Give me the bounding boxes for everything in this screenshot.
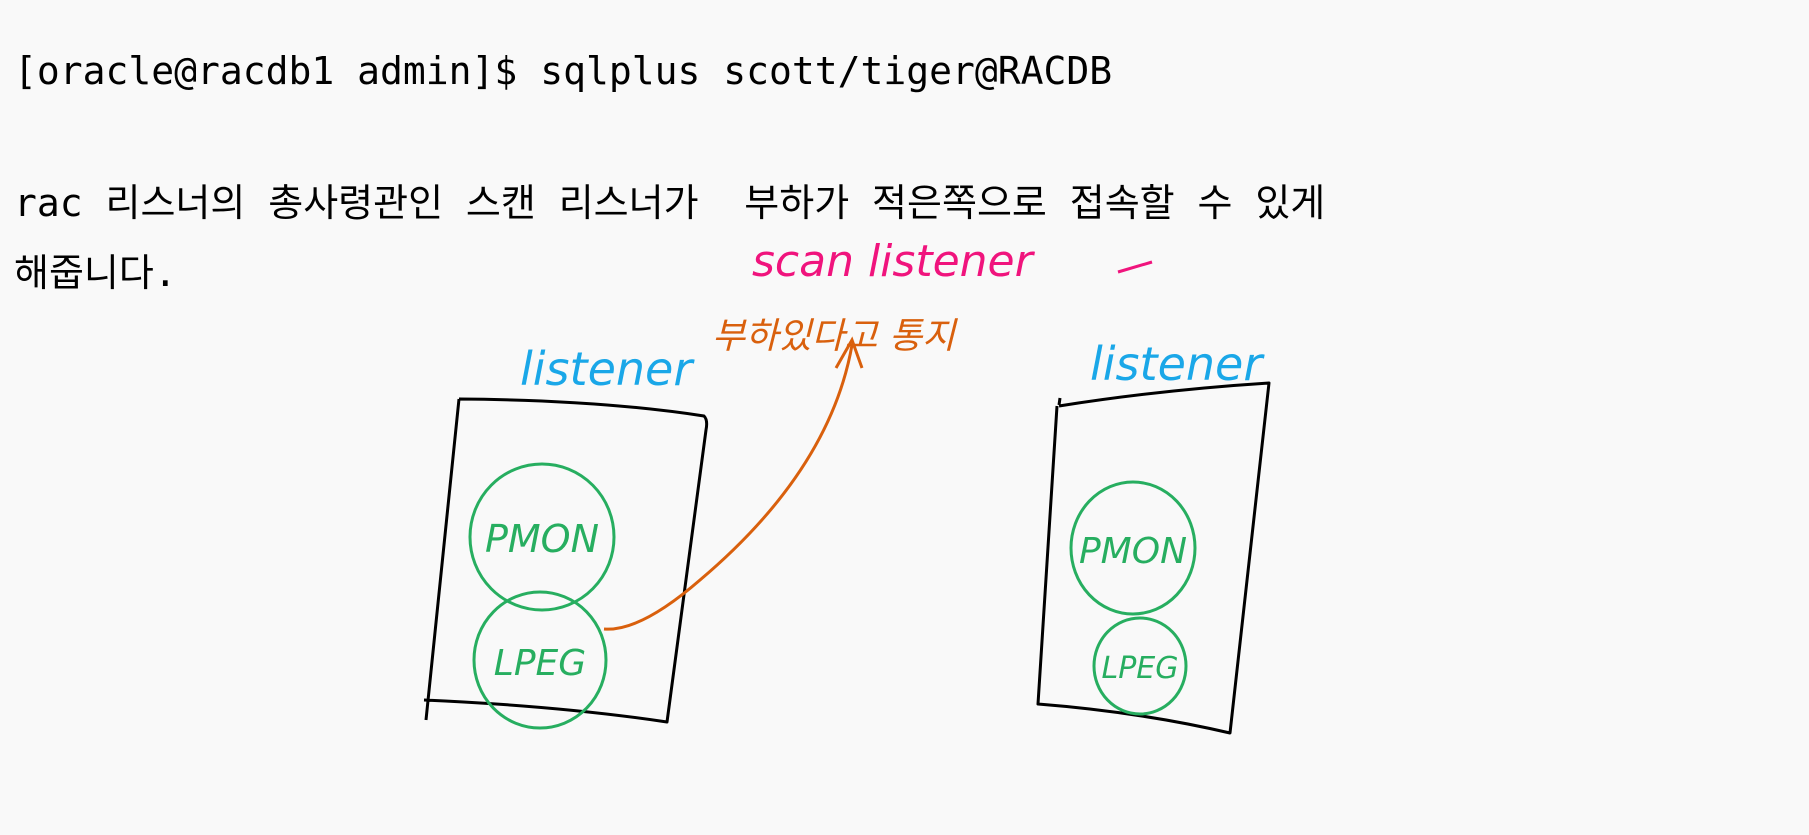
arrow-head-icon bbox=[834, 336, 864, 369]
node1-pmon-label: PMON bbox=[485, 517, 599, 561]
node2-lpeg-label: LPEG bbox=[1101, 651, 1178, 686]
node2-pmon-label: PMON bbox=[1079, 531, 1187, 572]
node1-server-box bbox=[423, 397, 709, 724]
description-line-2: 해줍니다. bbox=[14, 251, 177, 295]
node1-listener-label: listener bbox=[520, 342, 695, 396]
description-line-1: rac 리스너의 총사령관인 스캔 리스너가 부하가 적은쪽으로 접속할 수 있… bbox=[14, 181, 1326, 225]
node1-lpeg-circle bbox=[472, 590, 608, 730]
load-notice-label: 부하있다고 통지 bbox=[712, 316, 958, 357]
node1-lpeg-label: LPEG bbox=[494, 643, 586, 684]
node2-listener-label: listener bbox=[1090, 337, 1265, 391]
node2-pmon-circle bbox=[1069, 480, 1197, 616]
node1-pmon-circle bbox=[468, 462, 616, 612]
scan-listener-label: scan listener bbox=[752, 236, 1036, 287]
command-line-text: [oracle@racdb1 admin]$ sqlplus scott/tig… bbox=[14, 49, 1113, 93]
node2-lpeg-circle bbox=[1092, 616, 1188, 716]
scan-underline-stroke bbox=[1117, 260, 1153, 274]
node2-server-box bbox=[1036, 381, 1271, 735]
notify-arrow bbox=[603, 344, 854, 631]
